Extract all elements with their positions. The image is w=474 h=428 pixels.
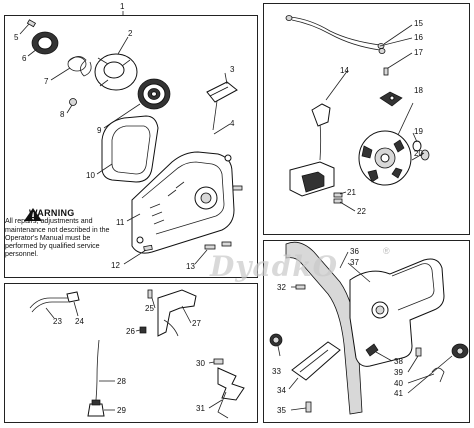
callout-5: 5 [14,33,19,42]
rear-handle-37-icon [347,258,445,367]
clip-16-icon [379,37,413,47]
callout-33: 33 [272,367,281,376]
callout-22: 22 [357,207,366,216]
ignition-wire-15-icon [285,15,413,54]
warning-notice: WARNING All repairs, adjustments and mai… [5,208,115,259]
callout-40: 40 [394,379,403,388]
panel-fuel-line-assembly [4,283,258,423]
callout-25: 25 [145,304,154,313]
screw-12-icon [123,244,153,265]
fuel-pipe-28-icon [95,339,115,401]
front-handle-36-icon [285,241,363,415]
callout-18: 18 [414,86,423,95]
screw-39-icon [407,347,422,373]
callout-38: 38 [394,357,403,366]
starter-handle-3-icon [206,72,238,131]
callout-8: 8 [60,110,65,119]
warning-triangle-icon [24,208,42,221]
warning-text: All repairs, adjustments and maintenance… [5,217,110,259]
filter-24-icon [66,291,80,317]
screw-21-icon [333,191,347,198]
callout-36: 36 [350,247,359,256]
callout-15: 15 [414,19,423,28]
callout-6: 6 [22,54,27,63]
warning-title: WARNING [29,208,75,218]
callout-37: 37 [350,258,359,267]
screw-5-icon [19,19,37,35]
callout-26: 26 [126,327,135,336]
callout-10: 10 [86,171,95,180]
bracket-27-icon [157,289,197,337]
rope-4-icon [213,123,231,135]
callout-27: 27 [192,319,201,328]
callout-28: 28 [117,377,126,386]
spring-7-icon [50,56,92,81]
nut-8-icon [66,98,77,114]
watermark: DyadkO [210,250,339,283]
screw-26-icon [135,326,147,334]
callout-32: 32 [277,283,286,292]
starter-housing-11-icon [126,151,235,254]
callout-7: 7 [44,77,49,86]
recoil-spring-9-icon [103,78,171,129]
callout-16: 16 [414,33,423,42]
screw-17-icon [383,52,413,76]
screw-22-icon [333,198,356,212]
callout-4: 4 [230,119,235,128]
cover-10-icon [96,115,159,183]
flywheel-18-icon [358,102,414,186]
screw-32-icon [291,284,306,290]
screw-35-icon [290,401,312,413]
callout-29: 29 [117,406,126,415]
screw-25-icon [147,289,156,309]
callout-19: 19 [414,127,423,136]
washer-19-icon [412,132,422,152]
callout-24: 24 [75,317,84,326]
panel-ignition-assembly [263,3,470,235]
callout-31: 31 [196,404,205,413]
callout-2: 2 [128,29,133,38]
callout-11: 11 [116,218,125,227]
screw-30-icon [208,358,224,365]
fuel-filter-29-icon [87,399,115,417]
callout-3: 3 [230,65,235,74]
pin-38-icon [365,343,393,362]
nut-20-icon [411,149,430,161]
callout-34: 34 [277,386,286,395]
callout-13: 13 [186,262,195,271]
callout-41: 41 [394,389,403,398]
callout-35: 35 [277,406,286,415]
pulley-6-icon [27,31,59,57]
callout-20: 20 [414,149,423,158]
callout-14: 14 [340,66,349,75]
plate-31-icon [208,367,245,419]
callout-23: 23 [53,317,62,326]
callout-39: 39 [394,368,403,377]
plug-33-icon [269,333,283,357]
bracket-34-icon [288,341,341,390]
callout-30: 30 [196,359,205,368]
starter-pulley-2-icon [94,36,138,91]
callout-12: 12 [111,261,120,270]
fuel-hose-23-icon [29,297,68,319]
damper-41-icon [407,343,469,394]
callout-21: 21 [347,188,356,197]
switch-icon [379,91,403,107]
callout-1: 1 [120,2,125,11]
ignition-coil-14-icon [289,69,349,197]
screw-13-icon [194,244,216,265]
watermark-registered-mark: ® [383,246,390,256]
spring-40-icon [407,367,445,384]
callout-9: 9 [97,126,102,135]
callout-17: 17 [414,48,423,57]
